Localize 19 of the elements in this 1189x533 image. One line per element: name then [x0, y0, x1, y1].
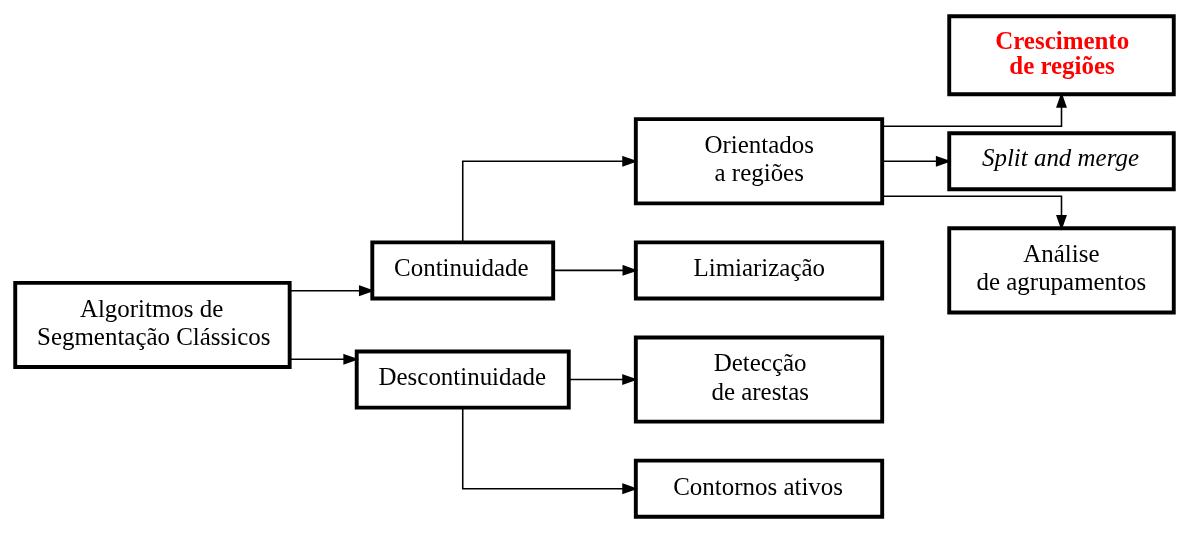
- arrow: [552, 264, 639, 276]
- arrow: [881, 155, 952, 167]
- arrow: [461, 155, 638, 244]
- node-box: Descontinuidade: [354, 349, 571, 410]
- arrow: [881, 92, 1067, 127]
- node-box: Orientados a regiões: [633, 117, 885, 206]
- node-box: Crescimento de regiões: [947, 14, 1176, 97]
- node-box: Análise de agrupamentos: [947, 226, 1176, 315]
- node-box: Limiarização: [633, 240, 885, 301]
- node-box: Split and merge: [947, 131, 1176, 192]
- arrow: [289, 353, 359, 365]
- node-box: Detecção de arestas: [633, 335, 885, 424]
- arrow: [881, 195, 1067, 231]
- arrow: [289, 285, 375, 297]
- node-box: Continuidade: [370, 240, 556, 301]
- arrow: [568, 374, 638, 385]
- node-box: Algoritmos de Segmentação Clássicos: [13, 280, 292, 369]
- node-box: Contornos ativos: [633, 458, 885, 519]
- arrow: [461, 406, 638, 495]
